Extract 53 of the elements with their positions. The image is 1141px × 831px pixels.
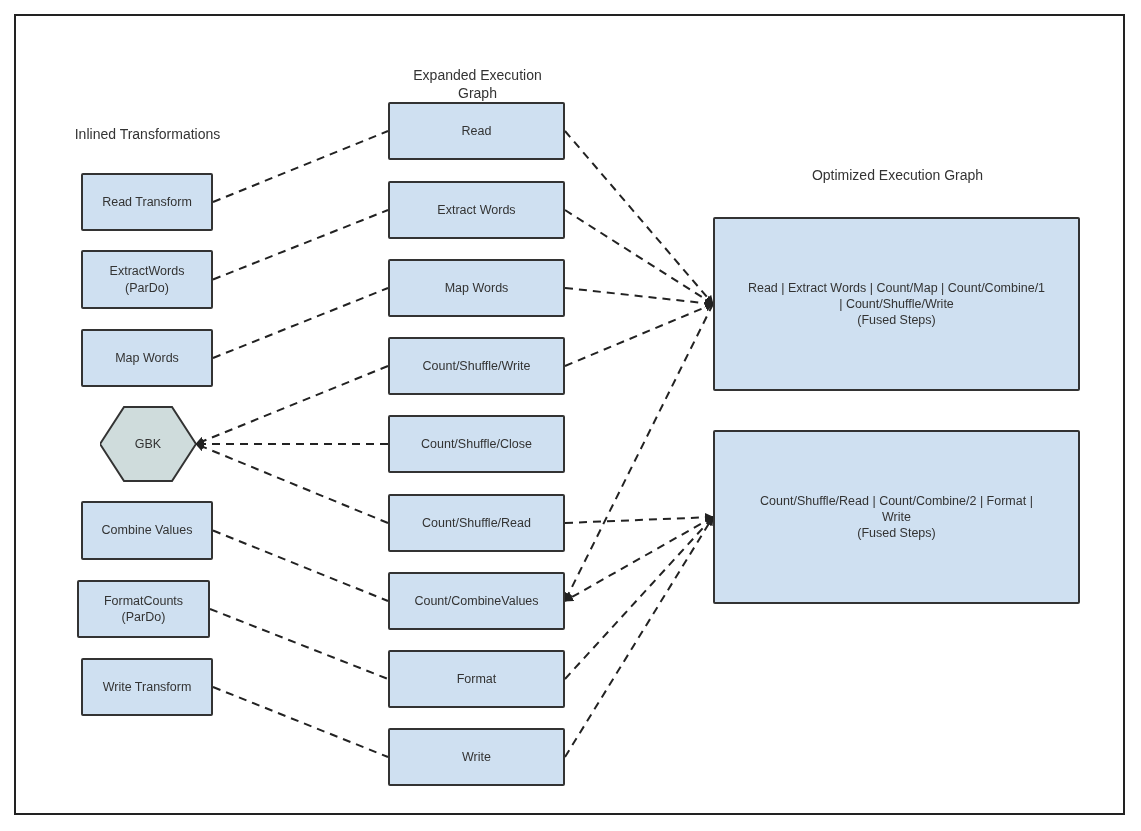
dashed-connector xyxy=(212,287,389,359)
dashed-arrow xyxy=(564,303,714,602)
process-box xyxy=(388,650,565,708)
dashed-arrow xyxy=(564,512,714,524)
node-label: Count/CombineValues xyxy=(414,592,539,610)
node-note: (Fused Steps) xyxy=(857,312,936,329)
dashed-connector xyxy=(209,608,389,680)
node-note: (Fused Steps) xyxy=(857,525,936,542)
process-box xyxy=(388,728,565,786)
node-label: GBK xyxy=(134,435,162,453)
process-box xyxy=(388,337,565,395)
process-box xyxy=(81,501,213,560)
node-label: Write xyxy=(462,748,491,766)
dashed-arrow xyxy=(195,365,389,446)
process-box xyxy=(81,250,213,309)
dashed-arrow xyxy=(564,130,714,305)
process-box xyxy=(713,430,1080,604)
node-label: Count/Shuffle/Read xyxy=(422,514,531,532)
process-box xyxy=(81,658,213,716)
dashed-connector xyxy=(212,529,389,602)
column-heading: Expanded Execution Graph xyxy=(412,66,543,103)
node-label: Count/Shuffle/Close xyxy=(421,435,532,453)
node-label: Format xyxy=(456,670,497,688)
dashed-connector xyxy=(212,209,389,281)
node-label: FormatCounts (ParDo) xyxy=(102,592,185,626)
dashed-connector xyxy=(212,130,389,203)
process-box xyxy=(388,572,565,630)
process-box xyxy=(81,329,213,387)
node-label: Map Words xyxy=(444,279,509,297)
node-label: Read Transform xyxy=(102,193,192,211)
node-label: Write Transform xyxy=(102,678,192,696)
node-label: Extract Words xyxy=(437,201,516,219)
process-box xyxy=(388,259,565,317)
node-label: Count/Shuffle/Write xyxy=(422,357,531,375)
node-label: Combine Values xyxy=(101,522,193,539)
process-box xyxy=(77,580,210,638)
node-label: Map Words xyxy=(115,349,179,367)
dashed-connector xyxy=(212,686,389,758)
node-label: Read xyxy=(461,122,492,140)
process-box xyxy=(388,181,565,239)
process-box xyxy=(713,217,1080,391)
process-box xyxy=(81,173,213,231)
process-box xyxy=(388,415,565,473)
dashed-arrow xyxy=(564,303,714,367)
node-label: Read | Extract Words | Count/Map | Count/Combine/1 | Count/Shuffle/Write xyxy=(746,279,1047,313)
hexagon-node xyxy=(100,406,196,482)
column-heading: Inlined Transformations xyxy=(73,125,222,144)
process-box xyxy=(388,102,565,160)
node-label: ExtractWords (ParDo) xyxy=(108,263,186,296)
dashed-arrow xyxy=(195,442,389,524)
process-box xyxy=(388,494,565,552)
column-heading: Optimized Execution Graph xyxy=(810,166,985,185)
node-label: Count/Shuffle/Read | Count/Combine/2 | Format | Write xyxy=(759,492,1034,526)
